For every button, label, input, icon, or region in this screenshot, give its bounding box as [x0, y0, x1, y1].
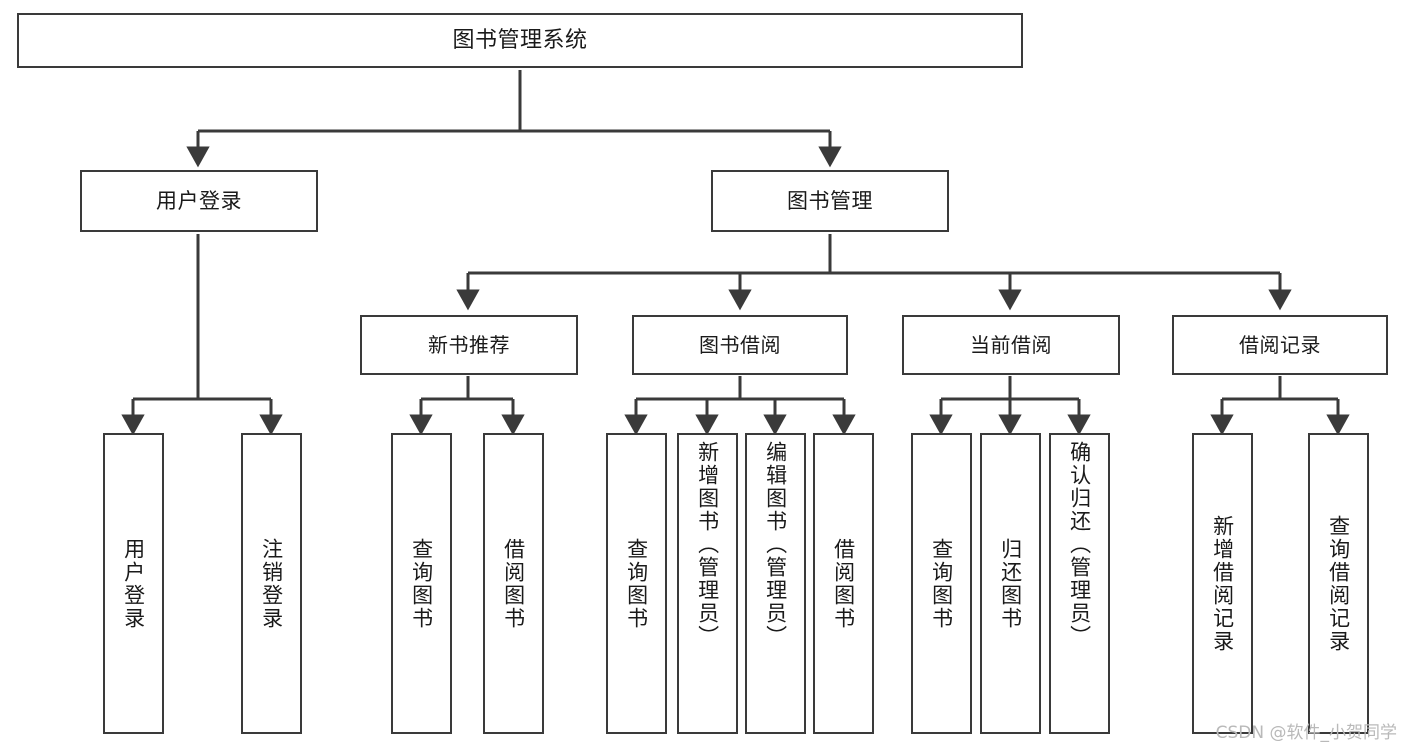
node-label: 借阅记录: [1239, 332, 1321, 357]
node-leaf-query-book-borrow[interactable]: 查询图书: [606, 433, 667, 734]
node-label: 查询图书: [624, 537, 649, 630]
node-label: 新增图书（管理员）: [695, 441, 720, 648]
node-leaf-query-borrow-record[interactable]: 查询借阅记录: [1308, 433, 1369, 734]
node-leaf-logout[interactable]: 注销登录: [241, 433, 302, 734]
node-leaf-user-login[interactable]: 用户登录: [103, 433, 164, 734]
node-label: 注销登录: [259, 537, 284, 630]
node-leaf-borrow-book-recommend[interactable]: 借阅图书: [483, 433, 544, 734]
node-root-system[interactable]: 图书管理系统: [17, 13, 1023, 68]
node-leaf-edit-book[interactable]: 编辑图书（管理员）: [745, 433, 806, 734]
node-label: 图书管理: [787, 188, 873, 213]
node-label: 查询图书: [929, 537, 954, 630]
node-label: 图书借阅: [699, 332, 781, 357]
node-label: 确认归还（管理员）: [1067, 441, 1092, 648]
node-label: 查询借阅记录: [1326, 514, 1351, 653]
node-new-book-recommend[interactable]: 新书推荐: [360, 315, 578, 375]
node-book-management[interactable]: 图书管理: [711, 170, 949, 232]
node-label: 用户登录: [121, 537, 146, 630]
node-label: 借阅图书: [501, 537, 526, 630]
node-current-borrow[interactable]: 当前借阅: [902, 315, 1120, 375]
node-borrow-record[interactable]: 借阅记录: [1172, 315, 1388, 375]
node-label: 用户登录: [156, 188, 242, 213]
node-label: 借阅图书: [831, 537, 856, 630]
node-label: 归还图书: [998, 537, 1023, 630]
node-leaf-return-book[interactable]: 归还图书: [980, 433, 1041, 734]
node-label: 当前借阅: [970, 332, 1052, 357]
node-label: 图书管理系统: [452, 27, 588, 53]
node-leaf-query-book-recommend[interactable]: 查询图书: [391, 433, 452, 734]
node-leaf-borrow-book[interactable]: 借阅图书: [813, 433, 874, 734]
node-leaf-add-borrow-record[interactable]: 新增借阅记录: [1192, 433, 1253, 734]
node-leaf-query-book-current[interactable]: 查询图书: [911, 433, 972, 734]
node-label: 新增借阅记录: [1210, 514, 1235, 653]
node-user-login[interactable]: 用户登录: [80, 170, 318, 232]
node-leaf-add-book[interactable]: 新增图书（管理员）: [677, 433, 738, 734]
node-book-borrow[interactable]: 图书借阅: [632, 315, 848, 375]
node-leaf-confirm-return[interactable]: 确认归还（管理员）: [1049, 433, 1110, 734]
node-label: 新书推荐: [428, 332, 510, 357]
node-label: 查询图书: [409, 537, 434, 630]
node-label: 编辑图书（管理员）: [763, 441, 788, 648]
